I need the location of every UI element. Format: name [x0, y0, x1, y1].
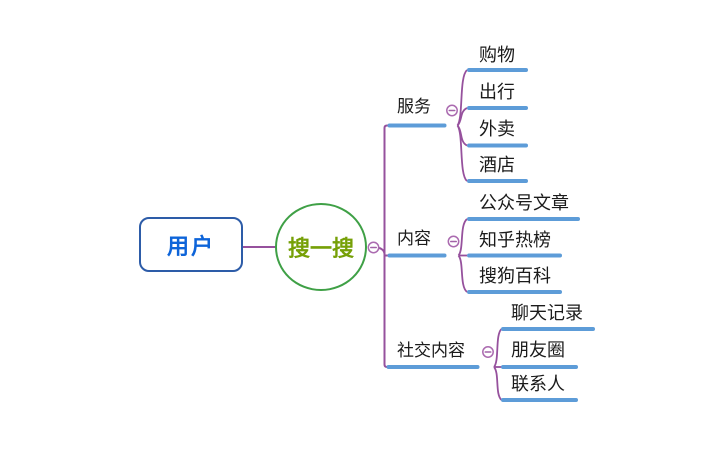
wire-services-hotel	[456, 124, 468, 182]
wire-content-official-articles	[457, 218, 468, 257]
node-hotel[interactable]: 酒店	[479, 155, 515, 175]
trunk-line	[383, 124, 390, 368]
node-takeout[interactable]: 外卖	[479, 119, 515, 139]
wire-services-shopping	[456, 69, 468, 127]
collapse-button-content[interactable]	[447, 235, 460, 248]
wire-social-contacts	[493, 366, 503, 401]
collapse-button-center[interactable]	[367, 241, 380, 254]
node-official-articles[interactable]: 公众号文章	[479, 193, 569, 213]
node-moments[interactable]: 朋友圈	[511, 340, 565, 360]
node-social-content[interactable]: 社交内容	[397, 341, 465, 360]
node-sogou-baike[interactable]: 搜狗百科	[479, 266, 551, 286]
node-chat-history[interactable]: 聊天记录	[511, 303, 583, 323]
node-center-search-label: 搜一搜	[287, 236, 354, 261]
wire-services-travel	[456, 107, 468, 127]
node-zhihu-hot[interactable]: 知乎热榜	[479, 230, 551, 250]
node-contacts[interactable]: 联系人	[511, 374, 565, 394]
node-content[interactable]: 内容	[397, 229, 431, 248]
node-root-user[interactable]: 用户	[139, 217, 243, 272]
collapse-button-social-content[interactable]	[482, 346, 494, 358]
wire-social-chat-history	[493, 328, 503, 368]
node-center-search[interactable]: 搜一搜	[275, 203, 367, 291]
node-shopping[interactable]: 购物	[479, 45, 515, 65]
node-travel[interactable]: 出行	[479, 82, 515, 102]
wire-content-sogou-baike	[457, 254, 468, 293]
collapse-button-services[interactable]	[446, 104, 458, 117]
node-root-user-label: 用户	[166, 233, 215, 259]
node-services[interactable]: 服务	[397, 97, 431, 116]
